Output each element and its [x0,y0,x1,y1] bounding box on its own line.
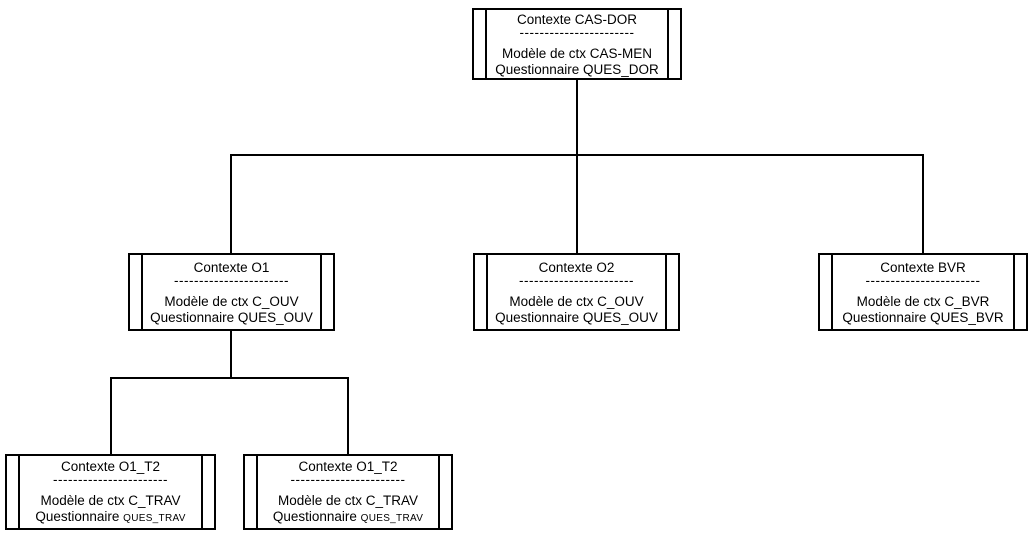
node-separator: ----------------------- [519,24,635,40]
questionnaire-code: QUES_DOR [583,61,659,77]
questionnaire-label: Questionnaire [35,508,124,524]
connector-level2-bus [110,377,349,379]
node-separator: ----------------------- [519,272,634,288]
questionnaire-code: QUES_TRAV [360,512,424,524]
questionnaire-label: Questionnaire [150,309,238,325]
node-o1-t2-left[interactable]: Contexte O1_T2 ----------------------- M… [5,454,216,530]
node-title: Contexte O1_T2 [298,458,398,474]
questionnaire-code: QUES_BVR [930,309,1004,325]
node-o1[interactable]: Contexte O1 ----------------------- Modè… [128,253,335,331]
node-o2[interactable]: Contexte O2 ----------------------- Modè… [473,253,680,331]
node-left-compartment [831,255,833,329]
node-model-line: Modèle de ctx C_BVR [856,293,990,309]
node-questionnaire-line: Questionnaire QUES_DOR [495,62,659,78]
node-separator: ----------------------- [290,471,406,487]
node-title: Contexte O1_T2 [60,458,161,474]
connector-drop-o1t2-right [347,377,349,455]
node-content: Contexte O1_T2 ----------------------- M… [258,456,438,528]
connector-drop-o2 [576,154,578,253]
node-right-compartment [320,255,322,329]
node-content: Contexte O1_T2 ----------------------- M… [20,456,201,528]
node-model-line: Modèle de ctx C_OUV [509,293,644,309]
node-title: Contexte BVR [880,259,966,275]
node-model-line: Modèle de ctx C_TRAV [40,492,181,508]
node-model-line: Modèle de ctx CAS-MEN [501,45,653,61]
connector-root-stem [576,79,578,156]
node-bvr[interactable]: Contexte BVR ----------------------- Mod… [818,253,1028,331]
questionnaire-label: Questionnaire [272,508,361,524]
node-separator: ----------------------- [865,272,981,288]
node-right-compartment [667,10,669,78]
questionnaire-code: QUES_TRAV [123,512,186,524]
node-title: Contexte O2 [538,259,615,275]
node-model-line: Modèle de ctx C_OUV [164,293,299,309]
node-questionnaire-line: Questionnaire QUES_OUV [495,310,658,326]
node-separator: ----------------------- [53,471,168,487]
node-questionnaire-line: Questionnaire QUES_BVR [842,310,1003,326]
node-content: Contexte O1 ----------------------- Modè… [143,255,320,329]
node-questionnaire-line: Questionnaire QUES_TRAV [273,509,423,527]
questionnaire-label: Questionnaire [495,61,584,77]
node-o1-t2-right[interactable]: Contexte O1_T2 ----------------------- M… [243,454,453,530]
node-cas-dor[interactable]: Contexte CAS-DOR -----------------------… [472,8,682,80]
node-right-compartment [665,255,667,329]
node-right-compartment [1013,255,1015,329]
node-model-line: Modèle de ctx C_TRAV [277,492,419,508]
connector-drop-o1 [230,154,232,253]
node-title: Contexte O1 [193,259,270,275]
node-separator: ----------------------- [174,272,289,288]
node-left-compartment [141,255,143,329]
node-content: Contexte CAS-DOR -----------------------… [487,10,667,78]
node-right-compartment [438,456,440,528]
node-left-compartment [485,10,487,78]
questionnaire-code: QUES_OUV [237,309,313,325]
node-left-compartment [256,456,258,528]
node-left-compartment [486,255,488,329]
node-left-compartment [18,456,20,528]
connector-drop-o1t2-left [110,377,112,455]
questionnaire-code: QUES_OUV [582,309,658,325]
node-content: Contexte BVR ----------------------- Mod… [833,255,1013,329]
node-questionnaire-line: Questionnaire QUES_OUV [150,310,313,326]
connector-drop-bvr [922,154,924,253]
node-right-compartment [201,456,203,528]
node-questionnaire-line: Questionnaire QUES_TRAV [35,509,185,527]
questionnaire-label: Questionnaire [495,309,583,325]
node-title: Contexte CAS-DOR [516,11,638,27]
questionnaire-label: Questionnaire [842,309,931,325]
node-content: Contexte O2 ----------------------- Modè… [488,255,665,329]
connector-o1-stem [230,330,232,378]
